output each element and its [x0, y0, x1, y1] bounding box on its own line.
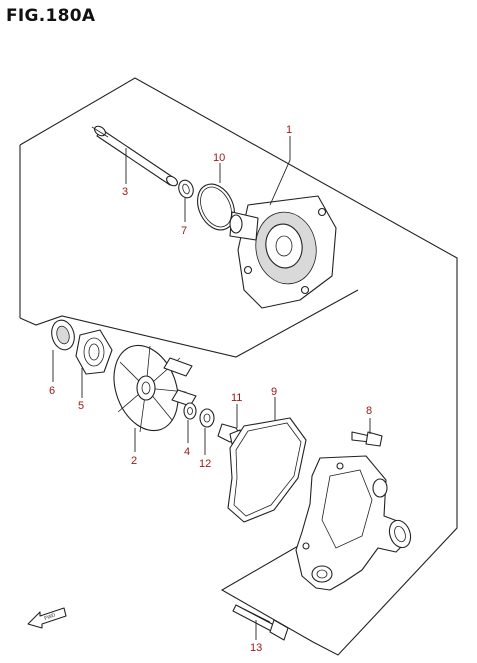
callout-13: 13 — [250, 642, 262, 654]
callout-1: 1 — [286, 124, 292, 136]
part-bolt-medium[interactable] — [351, 431, 383, 447]
part-pump-housing[interactable] — [295, 455, 414, 591]
callout-6: 6 — [49, 385, 55, 397]
part-shaft[interactable] — [91, 124, 179, 187]
part-gasket[interactable] — [227, 417, 307, 523]
callout-10: 10 — [213, 152, 225, 164]
part-o-ring[interactable] — [190, 178, 241, 236]
part-washer[interactable] — [183, 402, 197, 420]
callout-7: 7 — [181, 225, 187, 237]
assembly-frame — [19, 77, 458, 656]
part-pump-cover[interactable] — [229, 195, 337, 309]
part-bolt-long[interactable] — [232, 604, 289, 641]
callout-8: 8 — [366, 405, 372, 417]
part-mechanical-seal[interactable] — [75, 329, 113, 375]
callout-12: 12 — [199, 458, 211, 470]
fwd-label: FWD — [44, 612, 57, 622]
callout-3: 3 — [122, 186, 128, 198]
callout-2: 2 — [131, 455, 137, 467]
callout-4: 4 — [184, 446, 190, 458]
callout-11: 11 — [231, 392, 242, 404]
part-seal[interactable] — [48, 318, 77, 353]
part-nut[interactable] — [199, 408, 215, 428]
callout-5: 5 — [78, 400, 84, 412]
part-impeller[interactable] — [103, 336, 197, 439]
callout-9: 9 — [271, 386, 277, 398]
forward-arrow-icon: FWD — [27, 607, 67, 629]
part-washer-small[interactable] — [176, 178, 195, 200]
figure-title: FIG.180A — [6, 6, 96, 26]
